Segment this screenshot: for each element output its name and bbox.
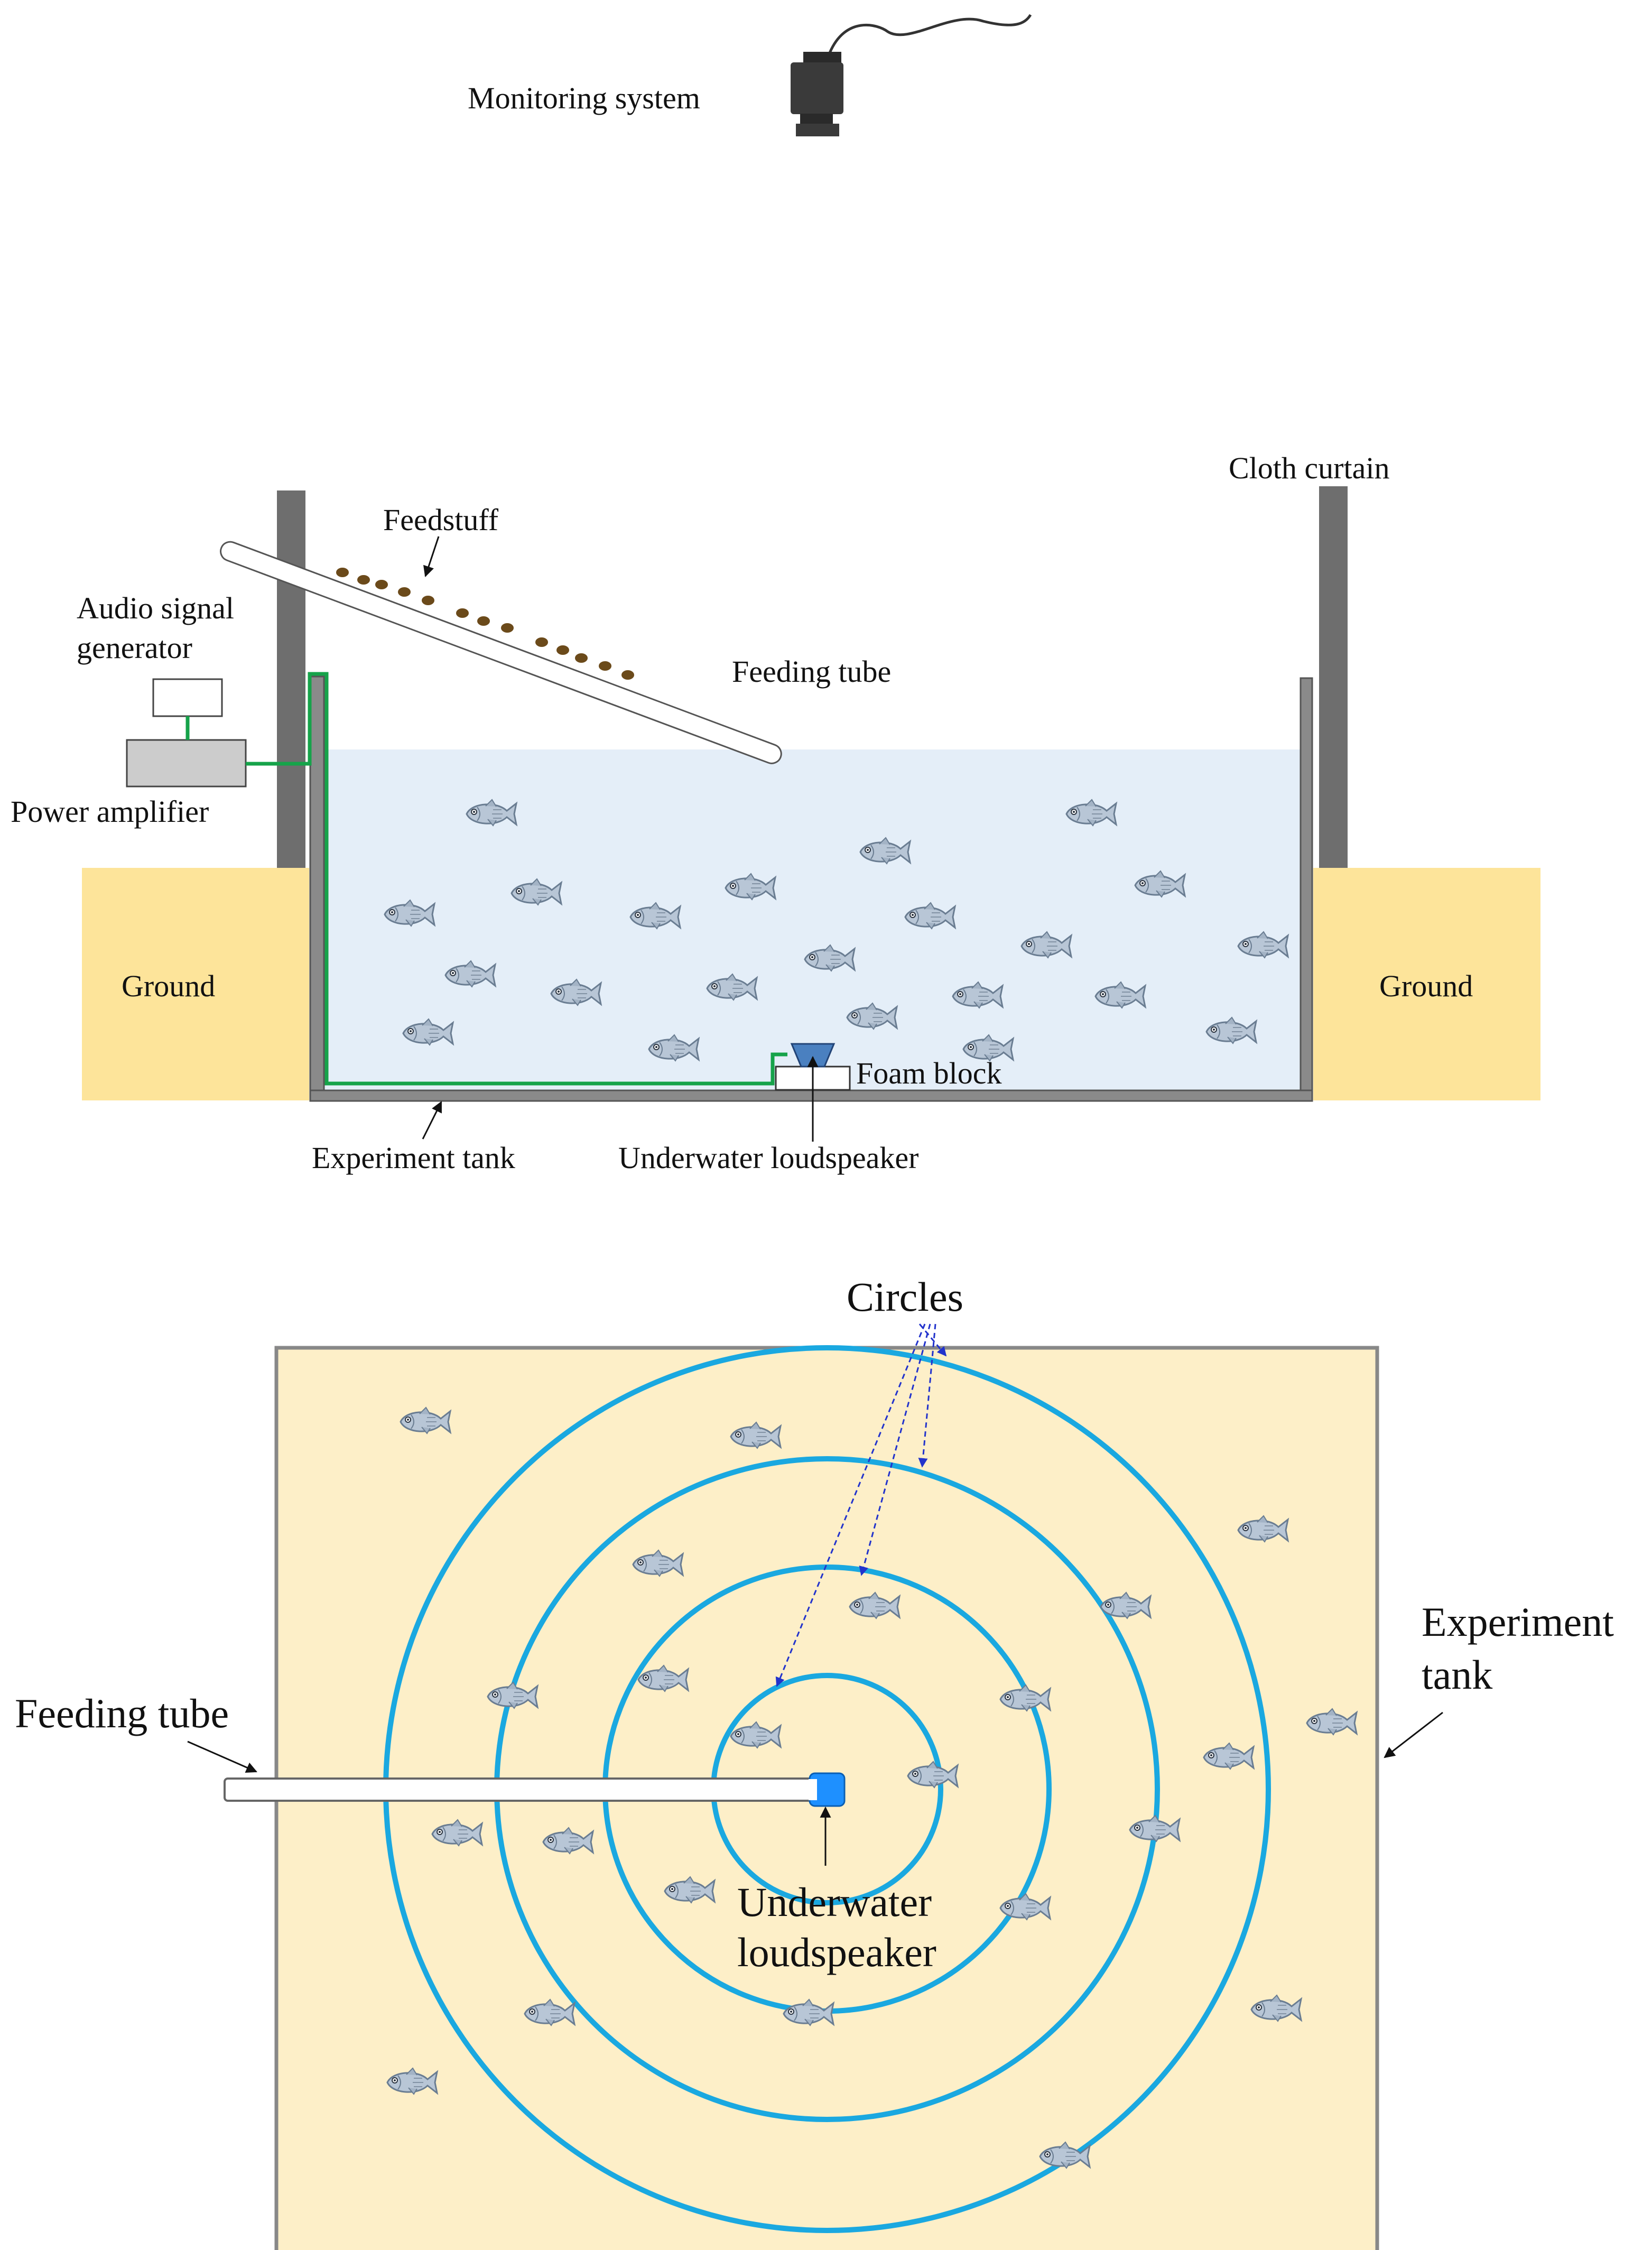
experiment-tank-label-top-line1: Experiment xyxy=(1422,1599,1614,1645)
foam-block-label: Foam block xyxy=(856,1056,1001,1090)
audio-generator-label-line1: Audio signal xyxy=(77,591,234,625)
feeding-tube-side xyxy=(220,541,782,764)
ground-left xyxy=(82,868,309,1100)
feeding-tube-arrow-top xyxy=(187,1740,257,1773)
loudspeaker-icon xyxy=(790,1043,836,1068)
cloth-curtain-label: Cloth curtain xyxy=(1229,451,1389,485)
audio-generator-label-line2: generator xyxy=(77,631,192,665)
tank-water xyxy=(324,749,1301,1090)
feedstuff-label: Feedstuff xyxy=(383,503,499,537)
cloth-curtain-left xyxy=(277,490,305,868)
speaker-cable xyxy=(185,672,787,1086)
cloth-curtain-right xyxy=(1319,486,1348,868)
power-amplifier xyxy=(126,739,247,788)
ground-right xyxy=(1313,868,1540,1100)
underwater-loudspeaker-label-top-line1: Underwater xyxy=(737,1879,932,1925)
feeding-tube-label-side: Feeding tube xyxy=(732,654,891,689)
feeding-tube-top xyxy=(224,1777,812,1802)
monitoring-system: Monitoring system xyxy=(468,14,1032,136)
side-view: Ground Ground Cloth curtain Audio signal… xyxy=(11,451,1540,1175)
underwater-loudspeaker-label-side: Underwater loudspeaker xyxy=(618,1141,918,1175)
top-view: Feeding tube Underwater loudspeaker Circ… xyxy=(15,1274,1614,2250)
feeding-tube-label-top: Feeding tube xyxy=(15,1690,229,1736)
experiment-tank-arrow-side xyxy=(422,1101,442,1140)
audio-signal-generator xyxy=(152,678,223,717)
experiment-tank-label-top-line2: tank xyxy=(1422,1652,1492,1698)
feed-pellet-icon xyxy=(336,568,634,680)
experiment-tank-side xyxy=(309,675,1313,1102)
circles-arrows xyxy=(775,1323,947,1687)
circles-label: Circles xyxy=(847,1274,963,1320)
feedstuff-arrow xyxy=(423,536,440,577)
power-amplifier-label: Power amplifier xyxy=(11,794,209,829)
camera-icon xyxy=(791,14,1032,136)
underwater-loudspeaker-label-top-line2: loudspeaker xyxy=(737,1929,936,1975)
ground-right-label: Ground xyxy=(1379,969,1473,1003)
monitoring-system-label: Monitoring system xyxy=(468,81,700,115)
experiment-tank-arrow-top xyxy=(1384,1711,1443,1758)
ground-left-label: Ground xyxy=(122,969,215,1003)
experiment-tank-label-side: Experiment tank xyxy=(312,1141,515,1175)
